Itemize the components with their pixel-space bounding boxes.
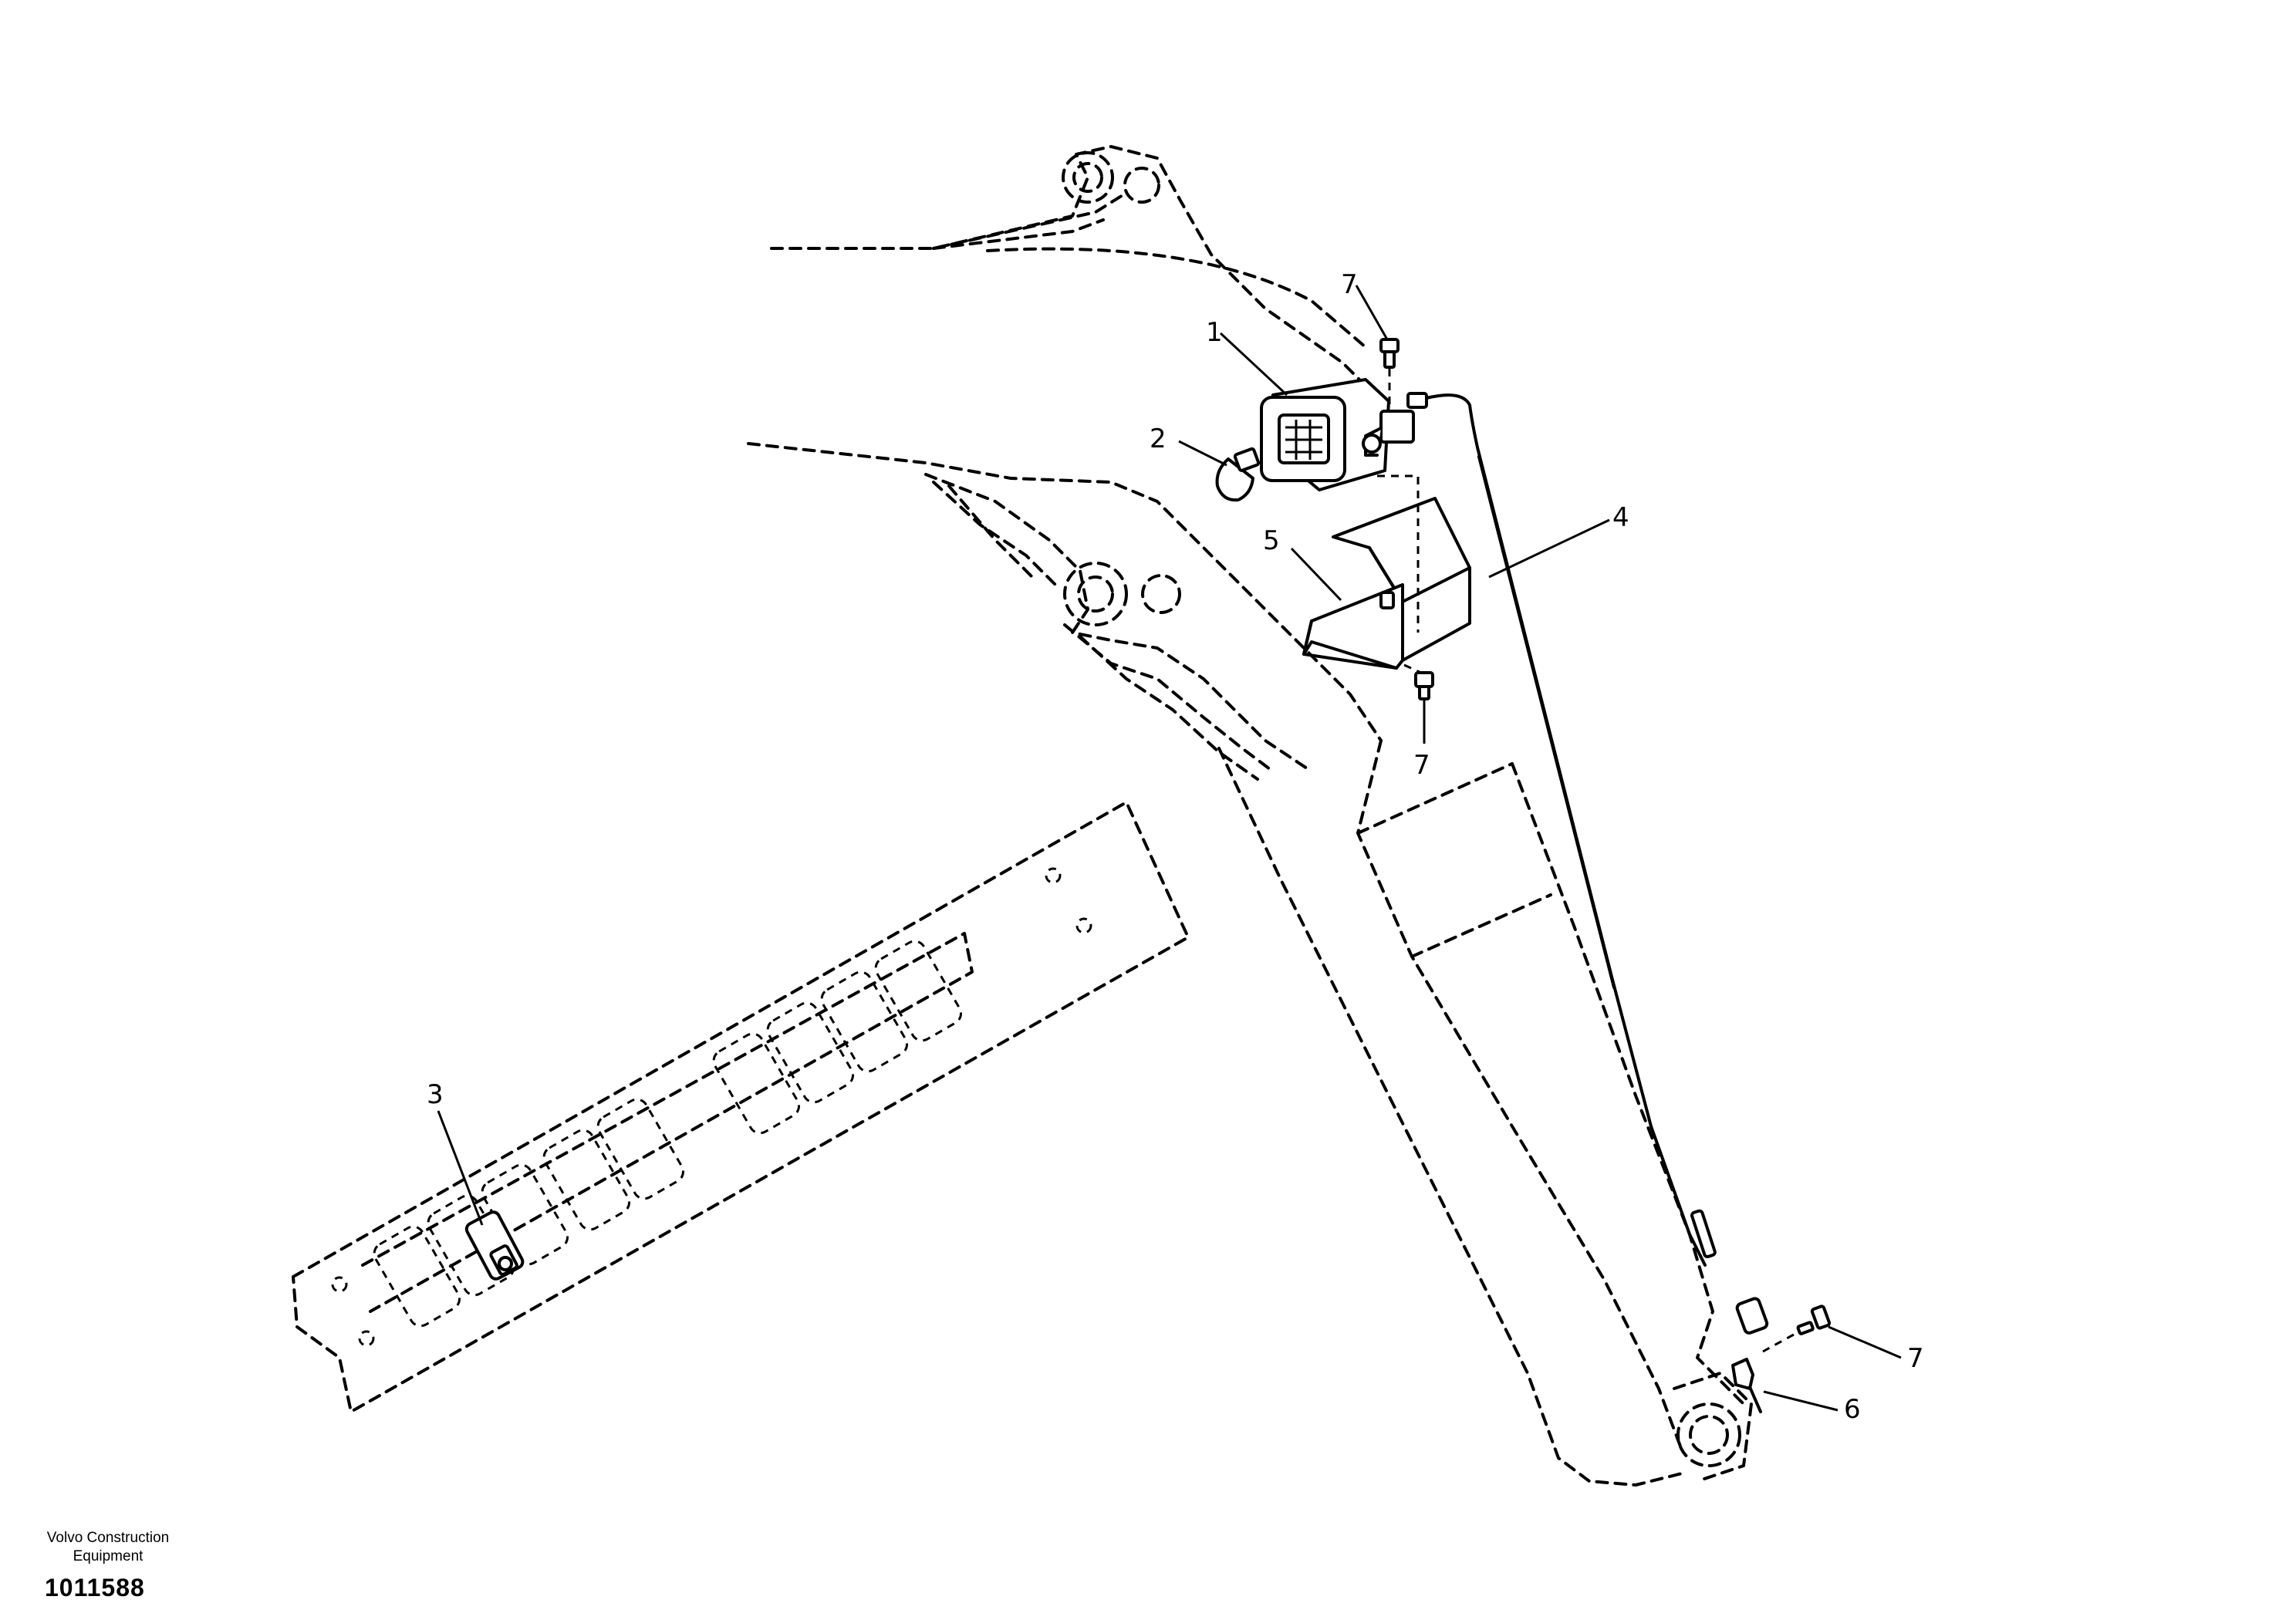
document-number: 1011588 <box>45 1574 145 1601</box>
callout-3: 3 <box>427 1079 444 1110</box>
brand-line-2: Equipment <box>73 1548 144 1564</box>
callout-4: 4 <box>1612 502 1629 533</box>
screw-part-7-mid <box>1414 671 1434 700</box>
callout-labels: 1 2 3 4 5 6 7 7 7 <box>427 269 1924 1425</box>
callout-7-right: 7 <box>1907 1343 1924 1374</box>
bracket-part-5 <box>1302 497 1471 670</box>
callout-2: 2 <box>1150 424 1167 454</box>
brand-line-1: Volvo Construction <box>46 1530 170 1546</box>
callout-7-mid: 7 <box>1413 750 1430 781</box>
callout-5: 5 <box>1263 525 1280 556</box>
bulb-part-2 <box>1215 447 1261 502</box>
leader-lines <box>437 285 1902 1412</box>
switch-part-3 <box>464 1210 525 1281</box>
boom-outline <box>747 145 1753 1487</box>
callout-6: 6 <box>1844 1394 1861 1425</box>
brand-caption: Volvo Construction Equipment <box>15 1529 201 1566</box>
cable-harness-part-4 <box>1406 392 1769 1335</box>
screw-part-7-right <box>1796 1304 1832 1335</box>
work-lamp-part-1 <box>1260 378 1415 491</box>
step-slots <box>373 940 962 1328</box>
callout-1: 1 <box>1206 317 1223 348</box>
screw-part-7-top <box>1379 338 1400 369</box>
alignment-lines <box>1377 369 1795 1353</box>
step-platform-outline <box>292 801 1190 1413</box>
callout-7-top: 7 <box>1341 269 1358 300</box>
clamp-part-6 <box>1731 1358 1762 1413</box>
